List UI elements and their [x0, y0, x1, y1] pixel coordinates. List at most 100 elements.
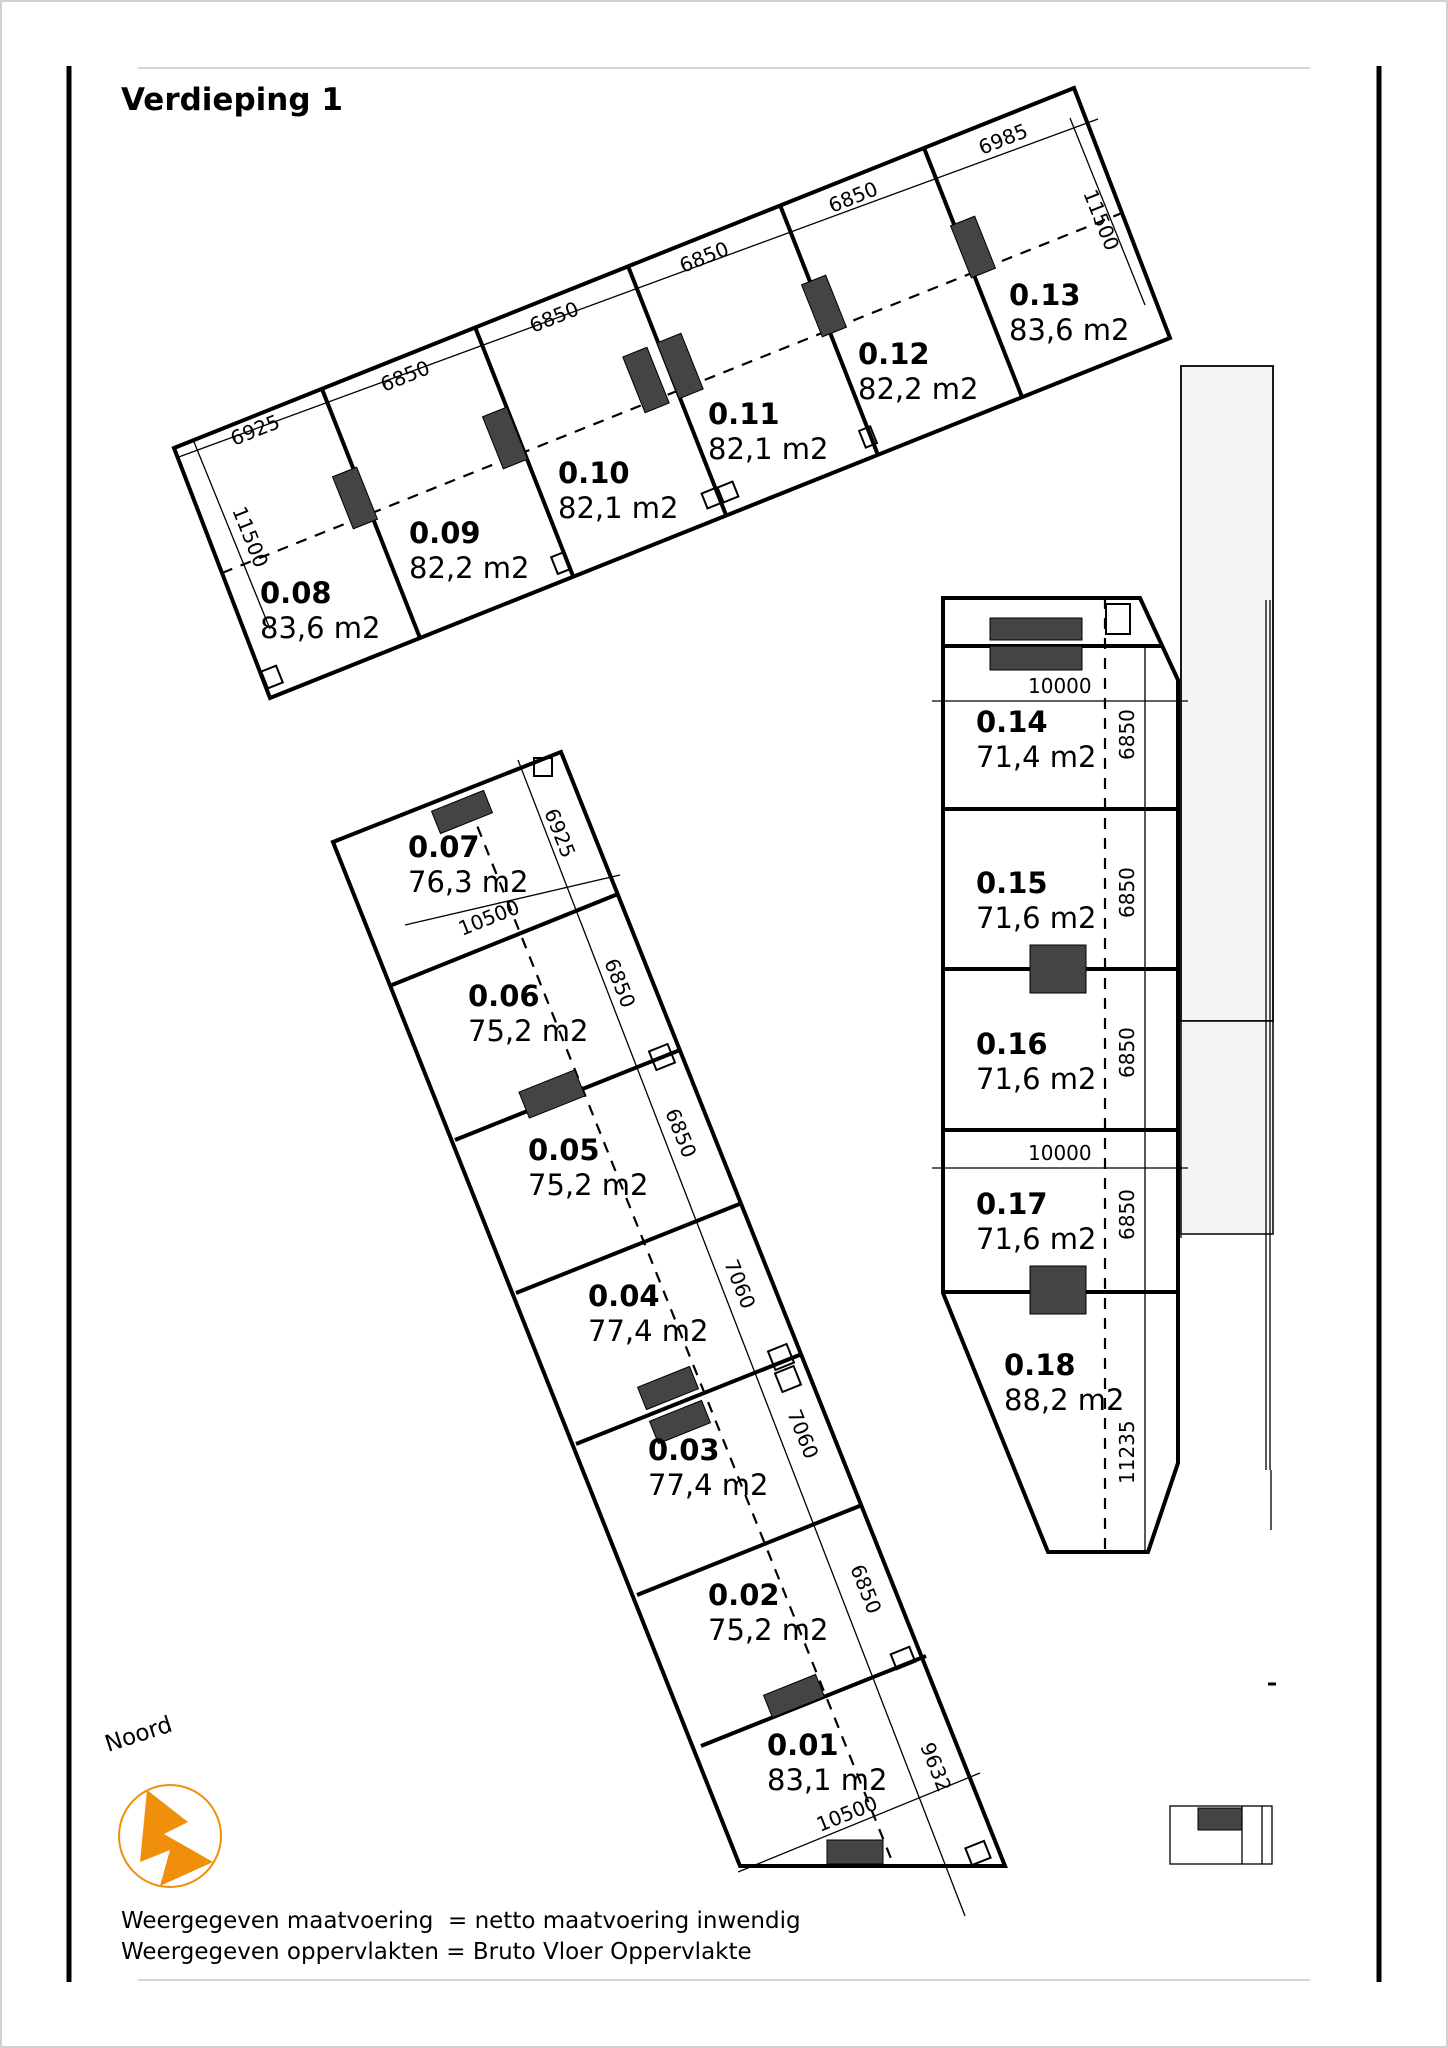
svg-text:0.05: 0.05: [528, 1133, 600, 1167]
north-label: Noord: [102, 1712, 176, 1758]
note-areas: Weergegeven oppervlakten = Bruto Vloer O…: [121, 1939, 752, 1965]
svg-text:7060: 7060: [719, 1256, 760, 1312]
svg-text:0.07: 0.07: [408, 830, 480, 864]
svg-text:6850: 6850: [1115, 1027, 1139, 1078]
left-axis: [468, 807, 896, 1867]
left-dim-width-top: [404, 874, 621, 926]
unit-0-04: 0.04 77,4 m2: [588, 1279, 709, 1348]
svg-text:75,2 m2: 75,2 m2: [468, 1014, 589, 1048]
svg-text:0.02: 0.02: [708, 1578, 780, 1612]
svg-text:10000: 10000: [1028, 1141, 1092, 1165]
top-dim-line-right: [1069, 117, 1146, 306]
svg-text:0.04: 0.04: [588, 1279, 660, 1313]
unit-0-01: 0.01 83,1 m2: [767, 1728, 888, 1797]
svg-text:82,1 m2: 82,1 m2: [558, 491, 679, 525]
svg-text:71,6 m2: 71,6 m2: [976, 901, 1097, 935]
svg-text:75,2 m2: 75,2 m2: [528, 1168, 649, 1202]
svg-text:10500: 10500: [813, 1791, 881, 1837]
svg-text:83,6 m2: 83,6 m2: [1009, 313, 1130, 347]
svg-text:77,4 m2: 77,4 m2: [648, 1468, 769, 1502]
right-stairs: [989, 617, 1087, 1315]
svg-text:0.09: 0.09: [409, 516, 481, 550]
unit-0-06: 0.06 75,2 m2: [468, 979, 589, 1048]
unit-0-03: 0.03 77,4 m2: [648, 1433, 769, 1502]
svg-text:71,4 m2: 71,4 m2: [976, 740, 1097, 774]
unit-0-15: 0.15 71,6 m2: [976, 866, 1097, 935]
svg-text:7060: 7060: [782, 1406, 823, 1462]
wall-06-07: [391, 892, 619, 987]
unit-0-16: 0.16 71,6 m2: [976, 1027, 1097, 1096]
top-dim-line: [175, 118, 1099, 459]
right-block: 10000 6850 6850 6850 10000 6850 11235: [932, 365, 1274, 1554]
svg-text:6850: 6850: [1115, 1189, 1139, 1240]
svg-text:6850: 6850: [660, 1105, 701, 1161]
left-dim-line: [517, 759, 966, 1917]
north-arrow-icon: [140, 1790, 213, 1886]
svg-text:0.12: 0.12: [858, 337, 930, 371]
top-block-outline: [171, 85, 1173, 701]
page-title: Verdieping 1: [121, 82, 343, 118]
unit-0-02: 0.02 75,2 m2: [708, 1578, 829, 1647]
svg-text:0.10: 0.10: [558, 456, 630, 490]
svg-text:0.16: 0.16: [976, 1027, 1048, 1061]
unit-0-07: 0.07 76,3 m2: [408, 830, 529, 899]
svg-text:83,1 m2: 83,1 m2: [767, 1763, 888, 1797]
svg-text:10500: 10500: [455, 895, 523, 941]
svg-text:77,4 m2: 77,4 m2: [588, 1314, 709, 1348]
svg-text:10000: 10000: [1028, 674, 1092, 698]
svg-text:0.03: 0.03: [648, 1433, 720, 1467]
unit-0-14: 0.14 71,4 m2: [976, 705, 1097, 774]
note-dimensions: Weergegeven maatvoering = netto maatvoer…: [121, 1908, 801, 1934]
top-stairs: [331, 215, 997, 530]
top-dim-line-left: [193, 441, 271, 630]
svg-text:6850: 6850: [845, 1561, 886, 1617]
svg-text:0.15: 0.15: [976, 866, 1048, 900]
svg-text:83,6 m2: 83,6 m2: [260, 611, 381, 645]
unit-0-08: 0.08 83,6 m2: [260, 576, 381, 645]
right-block-outline: [941, 596, 1180, 1554]
svg-text:11500: 11500: [227, 503, 273, 571]
svg-text:0.08: 0.08: [260, 576, 332, 610]
left-stairs: [430, 789, 884, 1865]
svg-text:0.18: 0.18: [1004, 1348, 1076, 1382]
svg-text:82,1 m2: 82,1 m2: [708, 432, 829, 466]
unit-0-18: 0.18 88,2 m2: [1004, 1348, 1125, 1417]
svg-text:0.11: 0.11: [708, 397, 780, 431]
svg-text:0.13: 0.13: [1009, 278, 1081, 312]
wall-02-03: [636, 1503, 863, 1597]
svg-text:9632: 9632: [915, 1739, 956, 1795]
svg-text:82,2 m2: 82,2 m2: [409, 551, 530, 585]
gallery-walkway: [1180, 365, 1274, 1022]
svg-text:6850: 6850: [599, 955, 640, 1011]
wall-04-05: [515, 1201, 743, 1295]
unit-labels: 0.01 83,1 m2 0.02 75,2 m2 0.03 77,4 m2 0…: [260, 278, 1130, 1797]
svg-text:75,2 m2: 75,2 m2: [708, 1613, 829, 1647]
svg-text:88,2 m2: 88,2 m2: [1004, 1383, 1125, 1417]
svg-text:76,3 m2: 76,3 m2: [408, 865, 529, 899]
svg-text:6850: 6850: [1115, 867, 1139, 918]
unit-0-10: 0.10 82,1 m2: [558, 456, 679, 525]
svg-text:11235: 11235: [1115, 1420, 1139, 1484]
svg-text:0.01: 0.01: [767, 1728, 839, 1762]
unit-0-17: 0.17 71,6 m2: [976, 1187, 1097, 1256]
north-circle: [118, 1784, 222, 1888]
svg-text:71,6 m2: 71,6 m2: [976, 1222, 1097, 1256]
unit-0-09: 0.09 82,2 m2: [409, 516, 530, 585]
wall-03-04: [575, 1352, 803, 1446]
left-block-outline: [330, 749, 1008, 1868]
unit-0-12: 0.12 82,2 m2: [858, 337, 979, 406]
north-arrow: Noord: [102, 1712, 222, 1888]
unit-0-05: 0.05 75,2 m2: [528, 1133, 649, 1202]
left-dim-width-bottom: [737, 1772, 981, 1873]
svg-text:6850: 6850: [1115, 709, 1139, 760]
svg-text:6925: 6925: [539, 805, 580, 861]
unit-0-13: 0.13 83,6 m2: [1009, 278, 1130, 347]
svg-text:71,6 m2: 71,6 m2: [976, 1062, 1097, 1096]
svg-text:82,2 m2: 82,2 m2: [858, 372, 979, 406]
right-dimensions: 10000 6850 6850 6850 10000 6850 11235: [1028, 674, 1139, 1484]
detail-stair-plan: [1169, 1682, 1276, 1865]
svg-text:0.06: 0.06: [468, 979, 540, 1013]
gallery-walkway-lower: [1180, 1020, 1274, 1235]
svg-text:0.14: 0.14: [976, 705, 1048, 739]
